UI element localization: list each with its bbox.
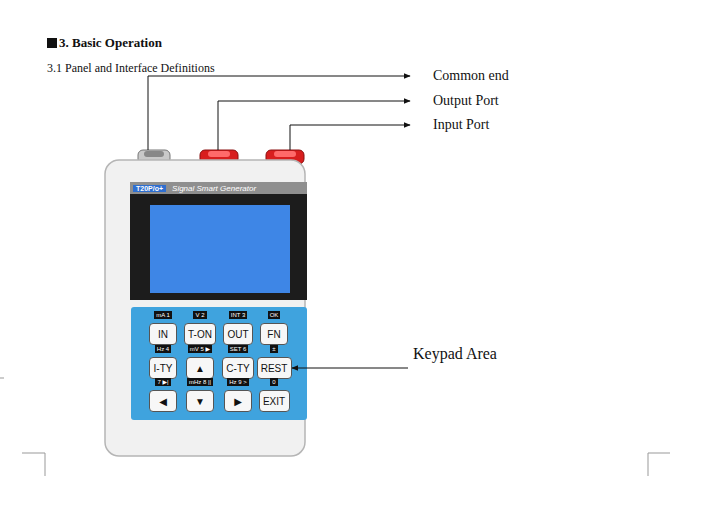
key-legend: OK — [268, 311, 281, 319]
key-button: IN — [149, 323, 177, 345]
key-label: ▲ — [195, 363, 205, 374]
key-button: OUT — [223, 323, 253, 345]
key-button: ▼ — [186, 390, 214, 412]
leader-line — [290, 125, 410, 150]
area-label: Keypad Area — [413, 345, 497, 363]
key-legend: mHz 8 || — [187, 378, 213, 386]
terminal-hole — [274, 151, 296, 157]
leader-line — [148, 76, 410, 150]
key-legend: ± — [270, 345, 277, 353]
port-label: Common end — [433, 68, 509, 84]
model-name: T20P/o+ — [133, 185, 166, 192]
key-legend: V 2 — [193, 311, 206, 319]
crop-mark — [648, 453, 670, 476]
key-label: EXIT — [263, 396, 285, 407]
key-label: T-ON — [188, 329, 212, 340]
key-button: I-TY — [149, 357, 177, 379]
key-legend: Hz 4 — [155, 345, 171, 353]
key-legend: SET 6 — [228, 345, 249, 353]
key-legend: mV 5 ▶ — [188, 345, 212, 353]
key-label: IN — [158, 329, 168, 340]
key-label: C-TY — [226, 363, 249, 374]
key-button: FN — [260, 323, 288, 345]
key-button: ▶ — [224, 390, 252, 412]
key-label: ▼ — [195, 396, 205, 407]
key-button: T-ON — [184, 323, 216, 345]
crop-mark — [0, 378, 4, 379]
key-button: C-TY — [222, 357, 254, 379]
port-label: Input Port — [433, 117, 489, 133]
key-legend: 7 ▶| — [155, 378, 170, 386]
key-label: ▶ — [234, 396, 242, 407]
leader-line — [292, 368, 408, 369]
key-button: REST — [257, 357, 292, 379]
section-mark — [47, 38, 57, 48]
key-button: ▲ — [186, 357, 214, 379]
leader-line — [218, 101, 410, 150]
product-name: Signal Smart Generator — [172, 184, 256, 193]
terminal-hole — [144, 151, 164, 157]
section-heading: 3. Basic Operation — [59, 35, 162, 51]
key-label: I-TY — [154, 363, 173, 374]
key-legend: INT 3 — [229, 311, 248, 319]
screen-frame — [130, 194, 307, 300]
key-button: EXIT — [259, 390, 290, 412]
key-label: REST — [261, 363, 288, 374]
key-legend: mA 1 — [154, 311, 172, 319]
key-legend: Hz 9 > — [227, 378, 249, 386]
keypad-panel — [131, 307, 307, 420]
terminal-hole — [208, 151, 230, 157]
key-legend: 0 — [270, 378, 277, 386]
port-label: Output Port — [433, 93, 499, 109]
model-band: T20P/o+ Signal Smart Generator — [130, 182, 307, 194]
section-subheading: 3.1 Panel and Interface Definitions — [47, 61, 215, 76]
key-button: ◀ — [149, 390, 177, 412]
key-label: OUT — [227, 329, 248, 340]
lcd-screen — [150, 205, 290, 293]
key-label: ◀ — [159, 396, 167, 407]
crop-mark — [22, 453, 45, 476]
key-label: FN — [267, 329, 280, 340]
